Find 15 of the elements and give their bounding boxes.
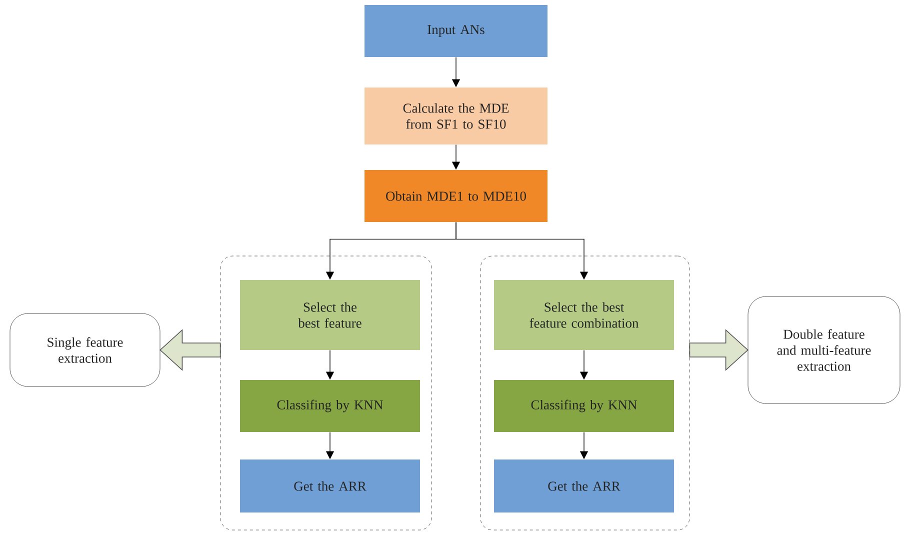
result-box: Double feature and multi-feature extraction [748,296,900,404]
process-box: Classifing by KNN [240,380,420,432]
block-arrow [689,329,748,371]
result-box: Single feature extraction [10,313,160,387]
process-box: Select the best feature [240,280,420,350]
process-box: Select the best feature combination [494,280,674,350]
process-box: Obtain MDE1 to MDE10 [364,170,548,222]
process-box: Get the ARR [240,460,420,512]
dashed-group-box [220,256,432,530]
dashed-group-box [480,256,690,530]
process-box: Calculate the MDE from SF1 to SF10 [364,88,548,144]
block-arrow [160,329,221,371]
process-box: Input ANs [364,5,548,57]
process-box: Classifing by KNN [494,380,674,432]
process-box: Get the ARR [494,460,674,512]
